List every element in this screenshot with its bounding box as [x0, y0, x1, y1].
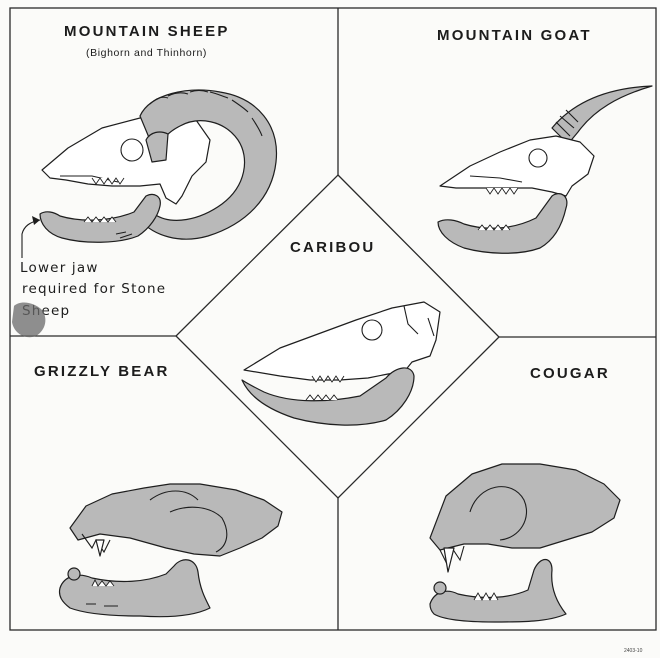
mountain-sheep-skull — [40, 90, 276, 242]
cougar-title: COUGAR — [530, 365, 610, 382]
grizzly-bear-title: GRIZZLY BEAR — [34, 363, 170, 380]
mountain-goat-skull — [438, 86, 652, 253]
mountain-goat-title: MOUNTAIN GOAT — [437, 27, 592, 44]
note-line-1: Lower jaw — [20, 260, 99, 276]
mountain-sheep-subtitle: (Bighorn and Thinhorn) — [86, 47, 207, 59]
caribou-panel: CARIBOU — [242, 239, 440, 425]
grizzly-bear-skull — [59, 484, 282, 617]
grizzly-bear-panel: GRIZZLY BEAR — [34, 363, 282, 617]
catalog-code: 2403-10 — [624, 648, 643, 654]
arrow-icon — [22, 220, 40, 258]
mountain-goat-panel: MOUNTAIN GOAT — [437, 27, 652, 253]
mountain-sheep-panel: MOUNTAIN SHEEP (Bighorn and Thinhorn) Lo… — [12, 23, 276, 337]
note-line-2: required for Stone — [22, 281, 166, 297]
caribou-skull — [242, 302, 440, 425]
caribou-title: CARIBOU — [290, 239, 375, 256]
cougar-panel: COUGAR — [430, 365, 620, 622]
mountain-sheep-title: MOUNTAIN SHEEP — [64, 23, 230, 40]
cougar-skull — [430, 464, 620, 622]
